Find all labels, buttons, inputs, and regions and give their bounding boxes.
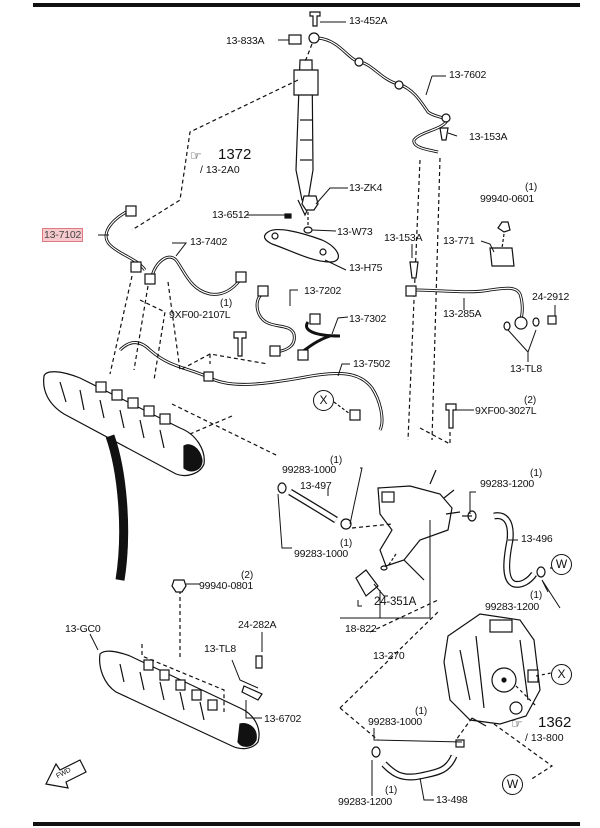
bottom-border	[33, 822, 580, 826]
callout-13-6512[interactable]: 13-6512	[212, 209, 250, 221]
pipe-13-7502	[118, 341, 384, 431]
qty-99940-0801: (2)	[241, 570, 254, 581]
clamp-13-h75	[263, 228, 339, 263]
callout-13-W73[interactable]: 13-W73	[337, 226, 373, 238]
callout-13-6702[interactable]: 13-6702	[264, 713, 302, 725]
qty-99283-1200-b: (1)	[530, 590, 543, 601]
callout-9XF00-3027L[interactable]: 9XF00-3027L	[475, 405, 537, 417]
callout-13-153A-top[interactable]: 13-153A	[469, 131, 508, 143]
high-pressure-pump	[443, 613, 541, 727]
pipe-13-7402	[150, 255, 242, 296]
callout-13-270[interactable]: 13-270	[373, 650, 405, 662]
callout-13-452A[interactable]: 13-452A	[349, 15, 388, 27]
qty-99283-1200-a: (1)	[530, 468, 543, 479]
connector-w-hose[interactable]: W	[551, 554, 572, 575]
injector-drawing	[293, 59, 319, 217]
ref-figure-number: 1372	[218, 146, 252, 163]
callout-13-7102[interactable]: 13-7102	[41, 228, 84, 242]
callout-24-282A[interactable]: 24-282A	[238, 619, 277, 631]
callout-13-497[interactable]: 13-497	[300, 480, 332, 492]
fwd-arrow-icon	[45, 759, 87, 789]
callout-99283-1000-b[interactable]: 99283-1000	[294, 548, 349, 560]
callout-13-496[interactable]: 13-496	[521, 533, 553, 545]
qty-99940-0601: (1)	[525, 182, 538, 193]
qty-99283-1000-b: (1)	[340, 538, 353, 549]
qty-99283-1200-c: (1)	[385, 785, 398, 796]
connector-x-top[interactable]: X	[313, 390, 334, 411]
callout-13-TL8-left[interactable]: 13-TL8	[204, 643, 237, 655]
connector-w-pump[interactable]: W	[502, 774, 523, 795]
callout-99283-1000-c[interactable]: 99283-1000	[368, 716, 423, 728]
common-rail-lower	[99, 650, 260, 750]
leak-pipe-13-7602	[317, 36, 448, 154]
common-rail-upper	[43, 371, 205, 477]
housing-13-270	[377, 469, 461, 581]
callout-99283-1200-b[interactable]: 99283-1200	[485, 601, 540, 613]
callout-13-TL8-right[interactable]: 13-TL8	[510, 363, 543, 375]
callout-18-822[interactable]: 18-822	[345, 623, 377, 635]
pointing-hand-icon: ☞	[511, 716, 523, 731]
connector-x-pump[interactable]: X	[551, 664, 572, 685]
ref-figure-section: / 13-2A0	[200, 164, 240, 176]
callout-13-153A-mid[interactable]: 13-153A	[384, 232, 423, 244]
callout-13-7602[interactable]: 13-7602	[449, 69, 487, 81]
qty-99283-1000-a: (1)	[330, 455, 343, 466]
callout-99283-1000-a[interactable]: 99283-1000	[282, 464, 337, 476]
ref-figure-section: / 13-800	[525, 732, 564, 744]
callout-13-H75[interactable]: 13-H75	[349, 262, 383, 274]
callout-9XF00-2107L[interactable]: 9XF00-2107L	[169, 309, 231, 321]
callout-13-7202[interactable]: 13-7202	[304, 285, 342, 297]
callout-99283-1200-c[interactable]: 99283-1200	[338, 796, 393, 808]
callout-13-498[interactable]: 13-498	[436, 794, 468, 806]
callout-99940-0601[interactable]: 99940-0601	[480, 193, 535, 205]
top-border	[33, 3, 580, 7]
callout-24-351A[interactable]: 24-351A	[374, 596, 417, 608]
callout-13-7302[interactable]: 13-7302	[349, 313, 387, 325]
callout-13-7402[interactable]: 13-7402	[190, 236, 228, 248]
qty-9XF00-3027L: (2)	[524, 395, 537, 406]
callout-13-GC0[interactable]: 13-GC0	[65, 623, 101, 635]
pipe-13-7202	[255, 292, 296, 354]
callout-99940-0801[interactable]: 99940-0801	[199, 580, 254, 592]
pointing-hand-icon: ☞	[190, 148, 202, 163]
callout-13-771[interactable]: 13-771	[443, 235, 475, 247]
callout-13-833A[interactable]: 13-833A	[226, 35, 265, 47]
qty-99283-1000-c: (1)	[415, 706, 428, 717]
qty-9XF00-2107L: (1)	[220, 298, 233, 309]
callout-13-285A[interactable]: 13-285A	[443, 308, 482, 320]
pipe-13-7102	[104, 208, 147, 271]
ref-figure-number: 1362	[538, 714, 572, 731]
callout-99283-1200-a[interactable]: 99283-1200	[480, 478, 535, 490]
callout-13-7502[interactable]: 13-7502	[353, 358, 391, 370]
curved-arrow	[105, 434, 129, 581]
callout-24-2912[interactable]: 24-2912	[532, 291, 570, 303]
highlighted-part-number[interactable]: 13-7102	[41, 228, 84, 242]
callout-13-ZK4[interactable]: 13-ZK4	[349, 182, 383, 194]
